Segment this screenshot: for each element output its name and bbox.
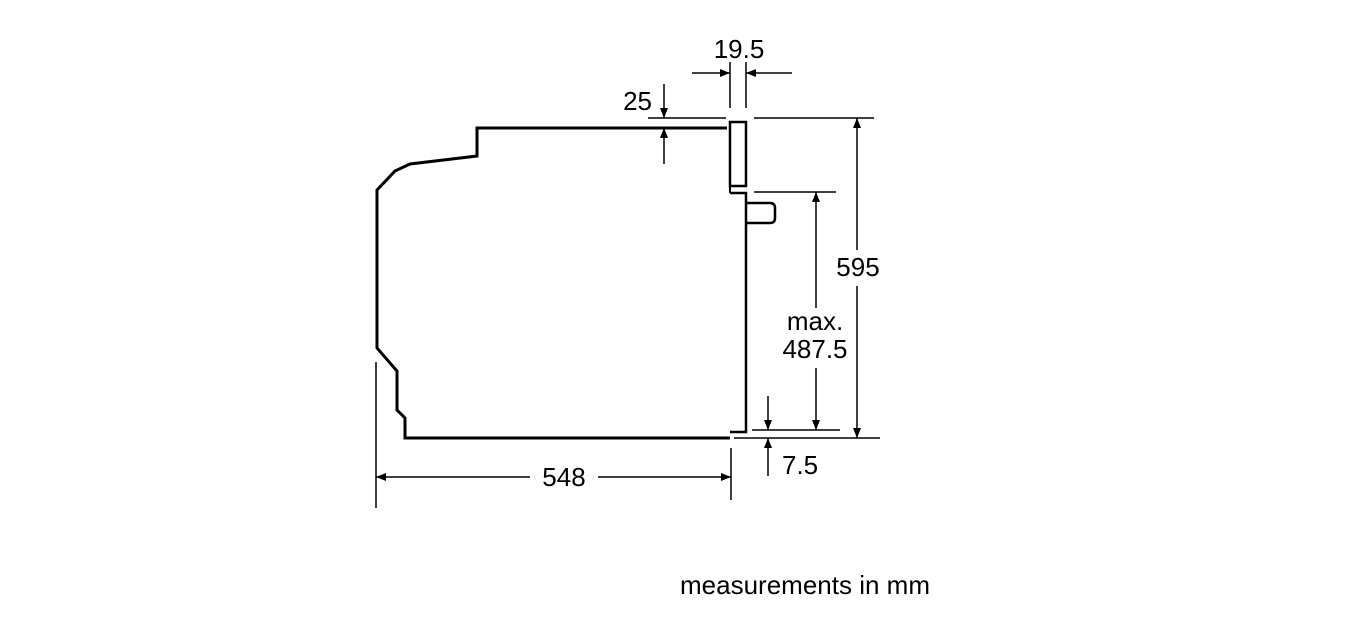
measurements-caption: measurements in mm: [680, 570, 930, 600]
dim-label-25: 25: [623, 86, 652, 116]
dim-label-max: max.: [787, 306, 843, 336]
dim-label-7-5: 7.5: [782, 450, 818, 480]
dim-label-595: 595: [836, 252, 879, 282]
oven-body-outline: [375, 126, 730, 440]
control-panel-front: [728, 120, 748, 188]
door-front: [730, 191, 748, 434]
dim-label-548: 548: [542, 462, 585, 492]
dim-label-19-5: 19.5: [714, 34, 765, 64]
door-handle: [746, 201, 777, 225]
dim-label-487-5: 487.5: [782, 334, 847, 364]
